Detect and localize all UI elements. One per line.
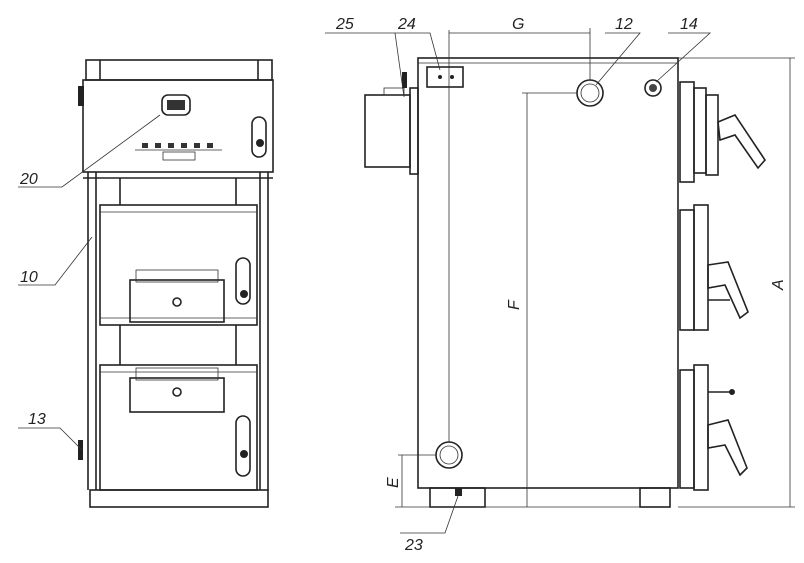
- leader-14: [655, 32, 712, 83]
- top-cap: [85, 59, 273, 81]
- label-14: 14: [680, 16, 698, 33]
- leader-20: [18, 114, 161, 188]
- label-25: 25: [335, 16, 354, 33]
- lower-door-handle: [235, 415, 251, 477]
- leader-23: [400, 495, 459, 534]
- label-10: 10: [20, 269, 38, 286]
- lower-door: [99, 364, 258, 491]
- boiler-body: [417, 57, 679, 489]
- leader-12: [595, 32, 641, 86]
- label-12: 12: [615, 16, 633, 33]
- leader-10: [18, 236, 93, 286]
- leader-25: [325, 32, 405, 98]
- upper-door-handle: [235, 257, 251, 305]
- label-23: 23: [404, 537, 423, 554]
- drain-valve: [78, 440, 83, 460]
- ash-drawer: [129, 377, 225, 413]
- label-G: G: [512, 16, 524, 33]
- panel-latch: [251, 116, 267, 158]
- front-view: [18, 59, 274, 508]
- pipe-14: [644, 79, 662, 97]
- label-24: 24: [397, 16, 416, 33]
- leader-24: [395, 32, 441, 71]
- firebox-hatch: [129, 279, 225, 323]
- front-foot: [639, 487, 671, 508]
- label-A: A: [770, 279, 787, 291]
- label-13: 13: [28, 411, 46, 428]
- upper-door: [99, 204, 258, 326]
- thermometer-icon: [161, 94, 191, 116]
- side-handle: [78, 86, 84, 106]
- label-F: F: [506, 299, 523, 310]
- plate-24: [426, 66, 464, 88]
- draft-regulator-25: [364, 94, 411, 168]
- control-panel: [82, 79, 274, 173]
- door-side-top: [679, 81, 767, 183]
- label-E: E: [385, 477, 402, 488]
- door-side-middle: [679, 204, 749, 331]
- label-20: 20: [19, 171, 38, 188]
- door-side-bottom: [679, 364, 748, 491]
- base: [89, 489, 269, 508]
- leader-13: [18, 427, 83, 451]
- side-view: [325, 28, 795, 534]
